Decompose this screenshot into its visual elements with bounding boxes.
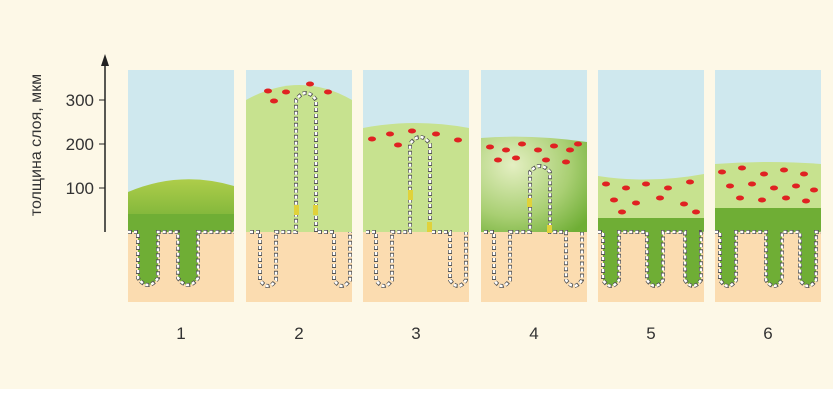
panel-6 xyxy=(715,70,821,302)
panel-label-3: 3 xyxy=(411,324,420,343)
panel-labels: 1 2 3 4 5 6 xyxy=(176,324,772,343)
y-tick-label-100: 100 xyxy=(66,179,94,198)
y-tick-label-300: 300 xyxy=(66,91,94,110)
panel-label-2: 2 xyxy=(294,324,303,343)
panel-3 xyxy=(363,70,469,302)
y-axis-label: толщина слоя, мкм xyxy=(28,74,45,216)
panel-2 xyxy=(246,70,352,302)
panel-label-1: 1 xyxy=(176,324,185,343)
panel-4 xyxy=(481,70,587,302)
panel-label-5: 5 xyxy=(646,324,655,343)
panel-5 xyxy=(598,70,704,302)
panel-1 xyxy=(128,70,234,302)
y-axis: 100 200 300 толщина слоя, мкм xyxy=(28,54,109,232)
panel-label-4: 4 xyxy=(529,324,538,343)
y-tick-label-200: 200 xyxy=(66,135,94,154)
panel-label-6: 6 xyxy=(763,324,772,343)
